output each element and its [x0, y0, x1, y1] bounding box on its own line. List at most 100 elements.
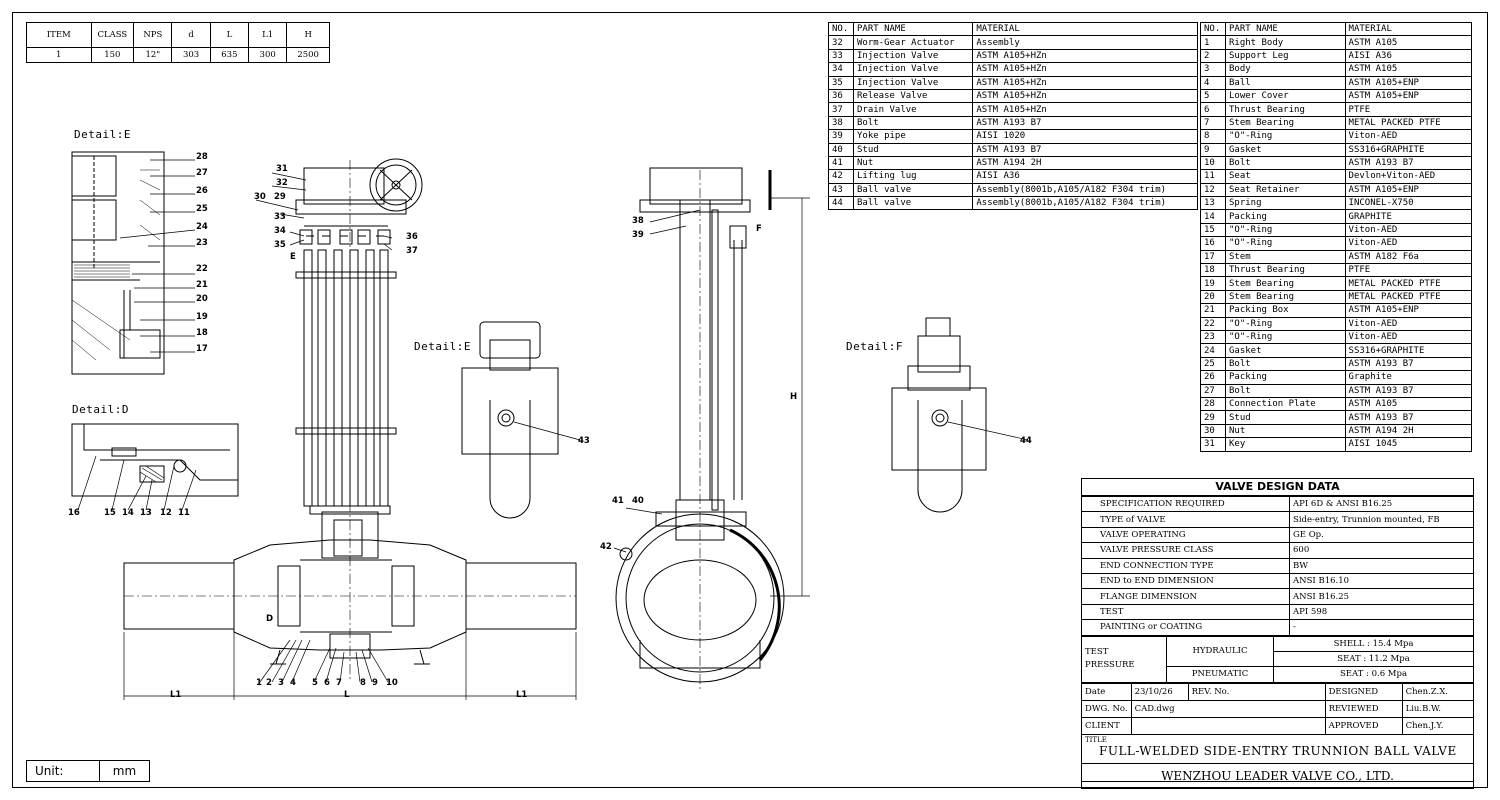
callout-26: 26 [196, 186, 208, 196]
callout-7: 7 [336, 678, 342, 688]
detail-d-title: Detail:D [72, 403, 129, 416]
callout-21: 21 [196, 280, 208, 290]
parts-cell: 8 [1200, 129, 1226, 144]
spec-header: L1 [248, 22, 288, 48]
front-leaders [255, 172, 393, 683]
callout-29: 29 [274, 192, 286, 202]
mark-f: F [756, 224, 762, 234]
seat-pressure-pneumatic: SEAT : 0.6 Mpa [1273, 666, 1474, 683]
callout-39: 39 [632, 230, 644, 240]
parts-cell: Injection Valve [852, 75, 974, 90]
parts-cell: 36 [828, 88, 854, 104]
callout-27: 27 [196, 168, 208, 178]
parts-cell: 19 [1200, 276, 1226, 291]
parts-cell: PTFE [1344, 102, 1473, 117]
parts-cell: Ball [1225, 75, 1346, 90]
callout-19: 19 [196, 312, 208, 322]
dimension-lines [123, 632, 577, 700]
unit-box: Unit: mm [26, 760, 150, 782]
parts-cell: 20 [1200, 289, 1226, 305]
parts-cell: Injection Valve [852, 62, 974, 77]
approval-table: Date 23/10/26 REV. No. DESIGNED Chen.Z.X… [1081, 682, 1475, 789]
mark-e: E [290, 252, 296, 262]
detail-f-ball-valve [891, 317, 1029, 513]
drawing-title: FULL-WELDED SIDE-ENTRY TRUNNION BALL VAL… [1099, 743, 1457, 758]
callout-6: 6 [324, 678, 330, 688]
parts-cell: ASTM A105+HZn [972, 88, 1198, 104]
callout-15: 15 [104, 508, 116, 518]
detail-d-section [71, 423, 239, 497]
parts-cell: Drain Valve [852, 102, 974, 117]
pneumatic-label: PNEUMATIC [1166, 666, 1274, 683]
callout-14: 14 [122, 508, 134, 518]
parts-cell: 6 [1200, 102, 1226, 117]
parts-cell: 10 [1200, 155, 1226, 171]
design-value: - [1289, 619, 1474, 636]
callout-23: 23 [196, 238, 208, 248]
parts-cell: ASTM A105+ENP [1344, 88, 1473, 104]
parts-cell: METAL PACKED PTFE [1344, 276, 1473, 291]
parts-cell: Ball valve [852, 196, 974, 211]
parts-cell: 22 [1200, 316, 1226, 331]
dim-l1-left: L1 [170, 690, 182, 700]
detail-f-title: Detail:F [846, 340, 903, 353]
callout-44: 44 [1020, 436, 1032, 446]
side-leaders [613, 209, 701, 553]
spec-cell: 1 [26, 47, 92, 63]
valve-side-view [615, 167, 810, 690]
callout-34: 34 [274, 226, 286, 236]
dimension-spec-table: ITEM CLASS NPS d L L1 H 1 150 12" 303 63… [26, 22, 330, 63]
detail-e-leaders [119, 159, 196, 353]
parts-cell: 23 [1200, 329, 1226, 345]
callout-10: 10 [386, 678, 398, 688]
parts-cell: ASTM A105+HZn [972, 75, 1198, 90]
parts-cell: 3 [1200, 62, 1226, 77]
parts-cell: AISI 1045 [1344, 437, 1473, 452]
callout-41: 41 [612, 496, 624, 506]
callout-4: 4 [290, 678, 296, 688]
detail-e-ball-valve [461, 321, 581, 519]
parts-cell: 5 [1200, 88, 1226, 104]
pressure-label: PRESSURE [1085, 660, 1135, 671]
callout-33: 33 [274, 212, 286, 222]
design-title: VALVE DESIGN DATA [1082, 479, 1473, 496]
callout-43: 43 [578, 436, 590, 446]
callout-24: 24 [196, 222, 208, 232]
company-name: WENZHOU LEADER VALVE CO., LTD. [1081, 762, 1474, 789]
parts-cell: 4 [1200, 75, 1226, 90]
parts-cell: ASTM A105+HZn [972, 62, 1198, 77]
callout-28: 28 [196, 152, 208, 162]
design-field: PAINTING or COATING [1081, 619, 1290, 636]
parts-cell: Release Valve [852, 88, 974, 104]
valve-front-view [123, 158, 577, 680]
callout-12: 12 [160, 508, 172, 518]
parts-cell: 28 [1200, 396, 1226, 412]
spec-value-row: 1 150 12" 303 635 300 2500 [26, 47, 330, 63]
callout-32: 32 [276, 178, 288, 188]
